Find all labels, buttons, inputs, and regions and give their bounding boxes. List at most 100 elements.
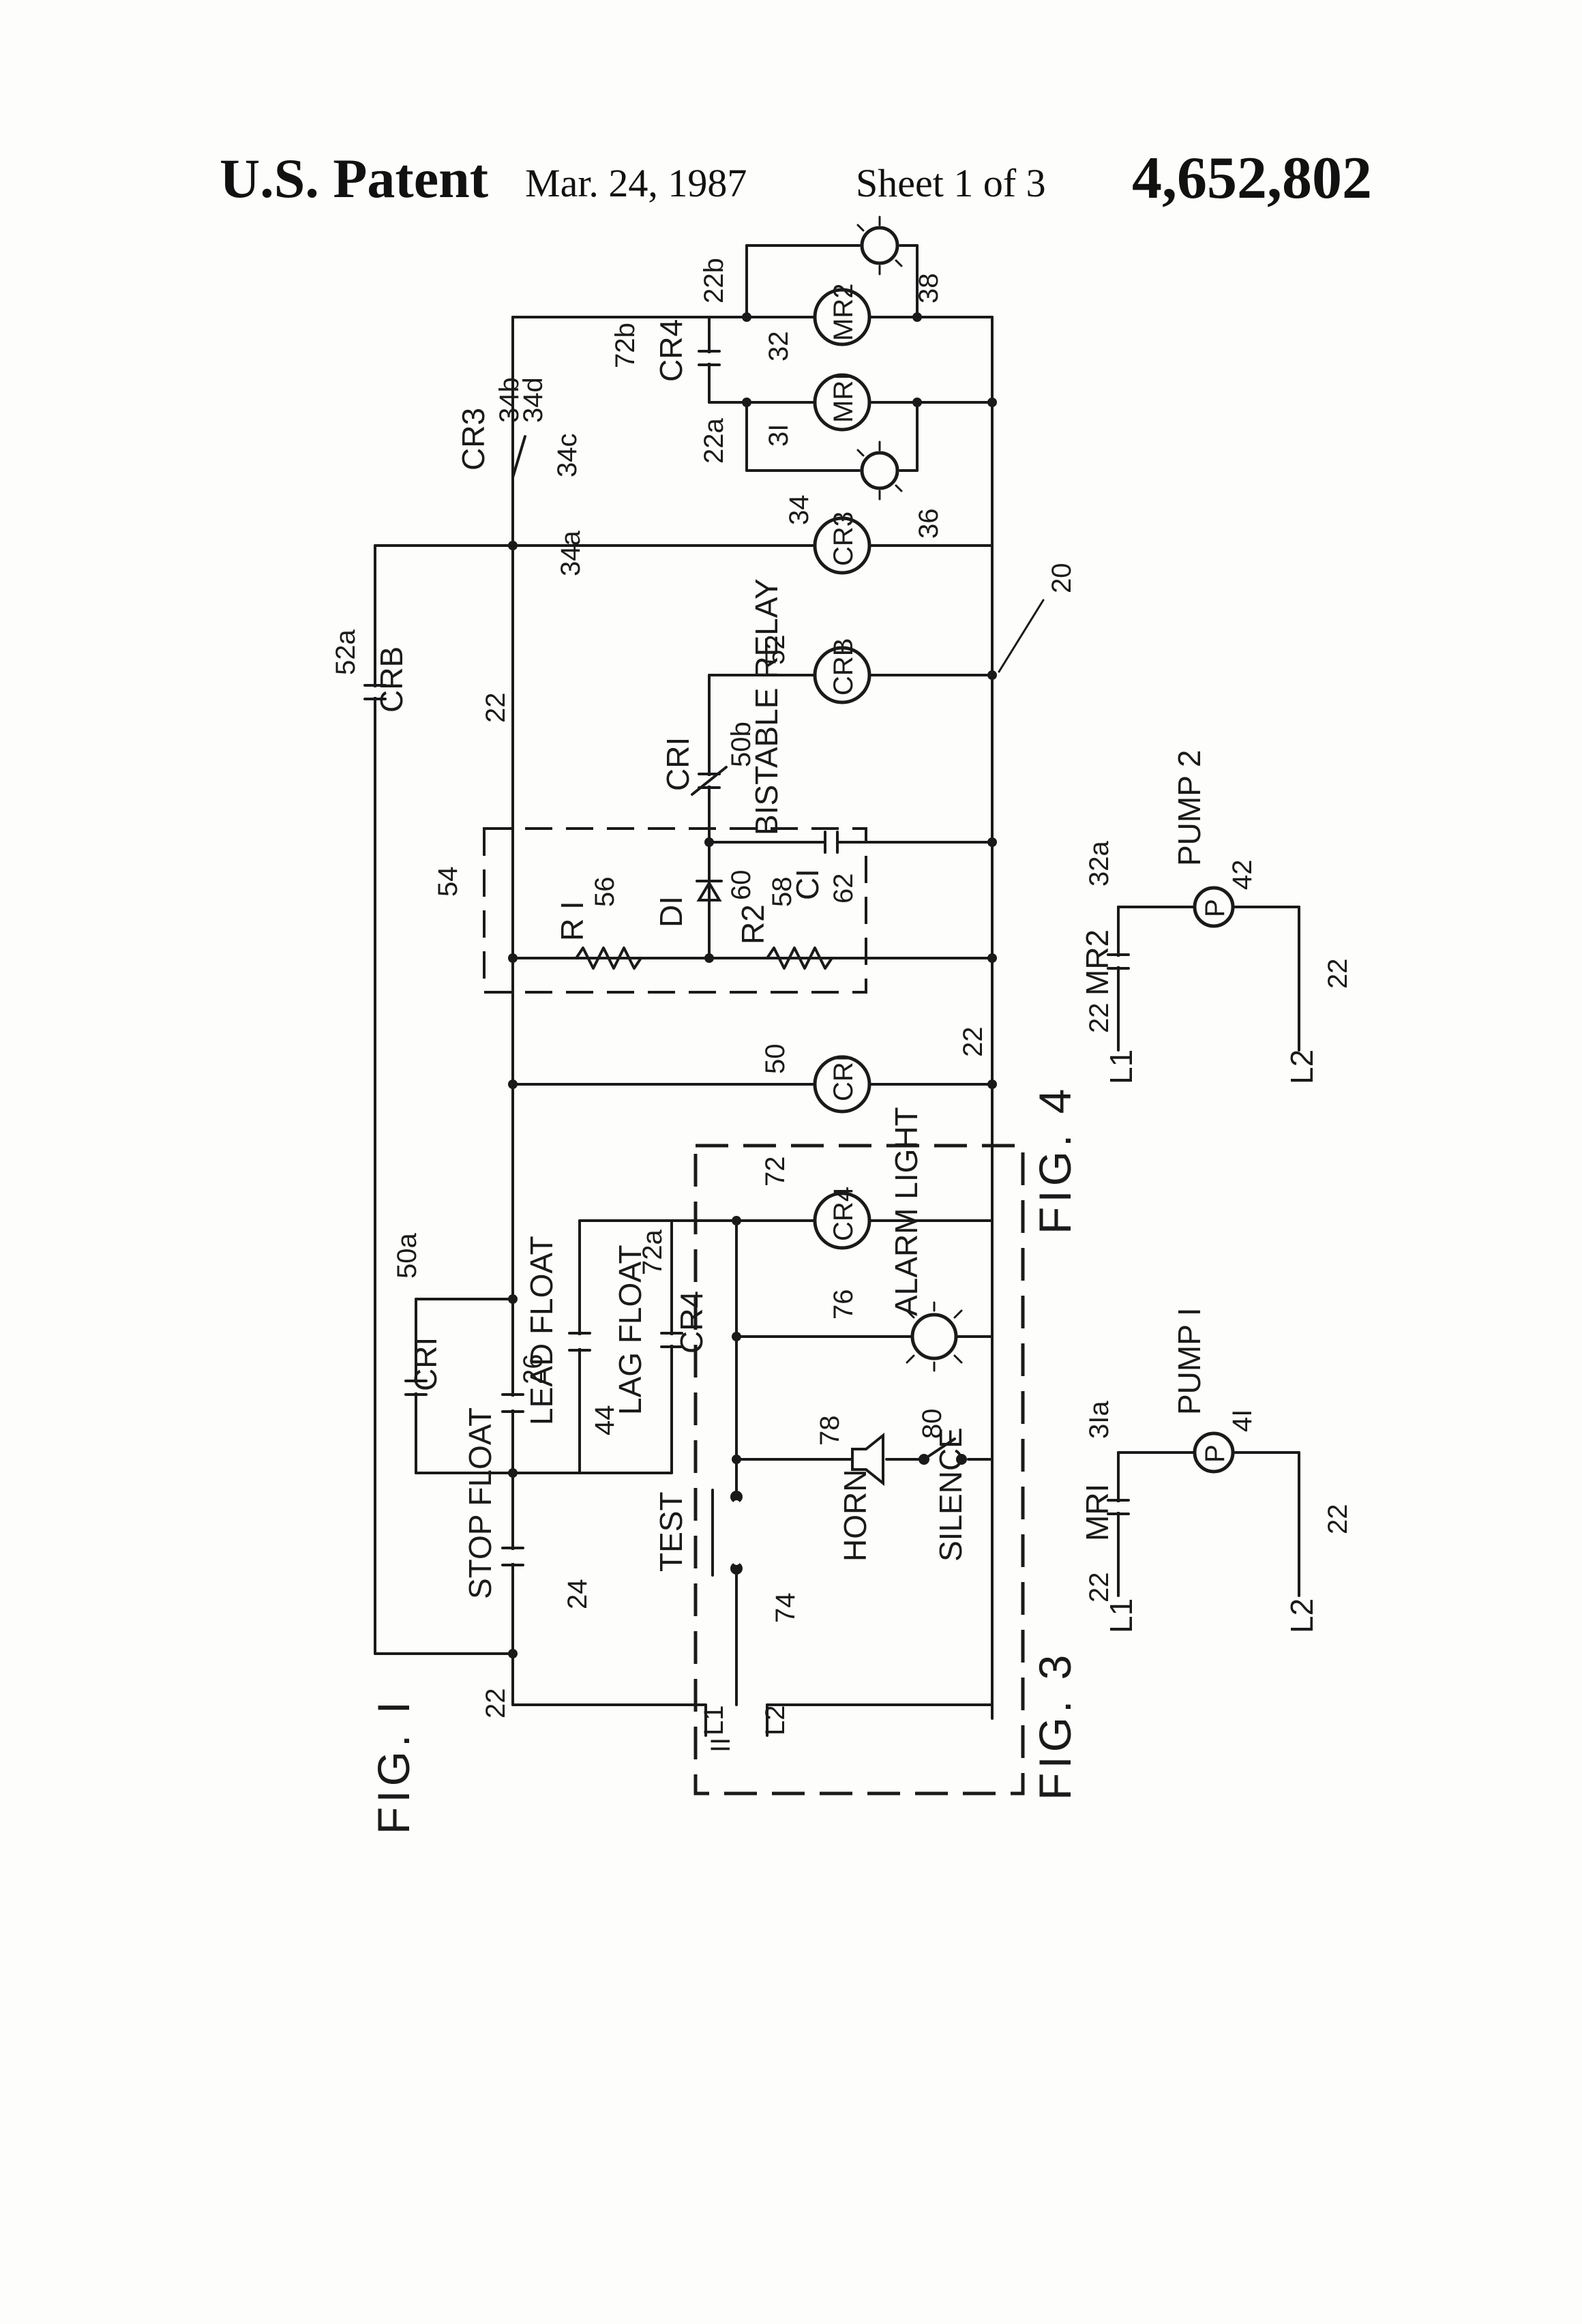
ref-31a: 3Ia bbox=[1084, 1401, 1114, 1439]
lamp-ray bbox=[896, 260, 901, 266]
lamp-ray bbox=[896, 486, 901, 491]
ref-26: 26 bbox=[518, 1354, 548, 1385]
lead-float-gap bbox=[506, 1397, 520, 1410]
pump1-motor-letter: P bbox=[1200, 1444, 1230, 1463]
ref-78: 78 bbox=[815, 1416, 845, 1446]
junction-dot bbox=[732, 1216, 741, 1225]
junction-dot bbox=[508, 1649, 518, 1658]
lead-float-label: LEAD FLOAT bbox=[524, 1236, 559, 1425]
ref-62: 62 bbox=[829, 874, 859, 904]
junction-dot bbox=[987, 953, 997, 963]
junction-dot bbox=[704, 953, 714, 963]
ref-52: 52 bbox=[760, 635, 790, 666]
ref-34d: 34d bbox=[518, 377, 548, 423]
junction-dot bbox=[912, 398, 922, 407]
ref-80: 80 bbox=[917, 1409, 947, 1440]
junction-dot bbox=[987, 670, 997, 680]
lag-float-gap bbox=[573, 1335, 586, 1348]
ref-72b: 72b bbox=[610, 323, 640, 368]
ref-74: 74 bbox=[771, 1593, 801, 1624]
ref-50: 50 bbox=[760, 1044, 790, 1075]
ref-22-bottom: 22 bbox=[481, 1688, 511, 1719]
lamp-ray bbox=[955, 1356, 961, 1362]
stop-float-gap bbox=[506, 1550, 520, 1563]
bistable-relay-label: BISTABLE RELAY bbox=[749, 578, 784, 835]
junction-dot bbox=[742, 398, 751, 407]
ref-22b: 22b bbox=[699, 258, 729, 303]
ref-50b: 50b bbox=[726, 721, 756, 767]
ref-54: 54 bbox=[433, 867, 463, 897]
ref-52a: 52a bbox=[331, 629, 361, 675]
mr2-coil-label: MR2 bbox=[829, 284, 859, 341]
cr1-50a-label: CRI bbox=[408, 1337, 443, 1391]
leader-arrow-20 bbox=[999, 600, 1043, 672]
ref-34: 34 bbox=[784, 495, 814, 526]
junction-dot bbox=[912, 312, 922, 322]
pump2-l1-label: L1 bbox=[1103, 1049, 1139, 1084]
ref-22-pump1-l1: 22 bbox=[1084, 1573, 1114, 1603]
ref-22-upper: 22 bbox=[481, 693, 511, 724]
fig3-label: FIG. 3 bbox=[1030, 1651, 1080, 1800]
junction-dot bbox=[704, 837, 714, 847]
ref-56: 56 bbox=[590, 877, 620, 908]
ref-38: 38 bbox=[914, 273, 944, 304]
ref-11: II bbox=[706, 1738, 736, 1753]
ref-24: 24 bbox=[563, 1579, 593, 1610]
lamp-38-bulb bbox=[862, 228, 897, 263]
pump2-l2-label: L2 bbox=[1284, 1049, 1319, 1084]
ref-22-pump1-l2: 22 bbox=[1323, 1504, 1353, 1535]
ref-41: 4I bbox=[1227, 1410, 1257, 1432]
junction-dot bbox=[508, 1468, 518, 1478]
pump1-label: PUMP I bbox=[1171, 1307, 1207, 1415]
junction-dot bbox=[987, 398, 997, 407]
crb-contact-label: CRB bbox=[374, 646, 409, 713]
pump2-motor-letter: P bbox=[1200, 899, 1230, 917]
ref-76: 76 bbox=[829, 1290, 859, 1320]
cr4-72a-label: CR4 bbox=[674, 1291, 709, 1354]
junction-dot bbox=[732, 1455, 741, 1464]
ref-50a: 50a bbox=[392, 1233, 422, 1279]
stop-float-label: STOP FLOAT bbox=[462, 1407, 498, 1599]
lamp-36 bbox=[858, 442, 901, 499]
r1-label: R I bbox=[554, 901, 590, 941]
mr1-contact-label: MRI bbox=[1079, 1484, 1115, 1541]
cr3-transfer-blade bbox=[513, 436, 525, 477]
pump1-l1-label: L1 bbox=[1103, 1598, 1139, 1633]
d1-label: DI bbox=[653, 896, 689, 927]
mr1-coil-label: MRI bbox=[829, 373, 859, 423]
ref-34c: 34c bbox=[552, 434, 582, 478]
mr2-contact-label: MR2 bbox=[1079, 929, 1115, 996]
horn-label: HORN bbox=[837, 1470, 873, 1562]
silence-label: SILENCE bbox=[933, 1427, 968, 1562]
lamp-ray bbox=[858, 450, 863, 456]
junction-dot bbox=[732, 1332, 741, 1341]
terminal-l1-label: L1 bbox=[699, 1705, 729, 1736]
cr1-coil-label: CRI bbox=[829, 1054, 859, 1101]
junction-dot bbox=[987, 1079, 997, 1089]
ref-44: 44 bbox=[590, 1405, 620, 1436]
r2-label: R2 bbox=[735, 904, 771, 944]
fig4-label: FIG. 4 bbox=[1030, 1085, 1080, 1234]
ref-22-right: 22 bbox=[958, 1027, 988, 1058]
junction-dot bbox=[508, 1079, 518, 1089]
terminal-l2-label: L2 bbox=[760, 1705, 790, 1736]
ref-72: 72 bbox=[760, 1157, 790, 1187]
ref-72a: 72a bbox=[638, 1230, 668, 1275]
cr1-50b-label: CRI bbox=[660, 737, 696, 791]
ref-60: 60 bbox=[726, 870, 756, 901]
ref-22a: 22a bbox=[699, 418, 729, 464]
junction-dot bbox=[508, 953, 518, 963]
lamp-ray bbox=[907, 1356, 914, 1362]
fig1-label: FIG. I bbox=[368, 1697, 419, 1834]
lamp-36-bulb bbox=[862, 453, 897, 488]
alarm-light-bulb bbox=[912, 1315, 956, 1358]
cr4-coil-label: CR4 bbox=[829, 1187, 859, 1241]
cr3-contact-label: CR3 bbox=[456, 408, 491, 471]
ref-22-pump2-l1: 22 bbox=[1084, 1003, 1114, 1034]
alarm-light-label: ALARM LIGHT bbox=[889, 1107, 924, 1316]
cr4-72b-gap bbox=[702, 353, 716, 363]
schematic-labels: FIG. I FIG. 3 FIG. 4 STOP FLOAT LEAD FLO… bbox=[331, 258, 1353, 1834]
lamp-ray bbox=[955, 1311, 961, 1317]
cr3-coil-label: CR3 bbox=[829, 511, 859, 566]
